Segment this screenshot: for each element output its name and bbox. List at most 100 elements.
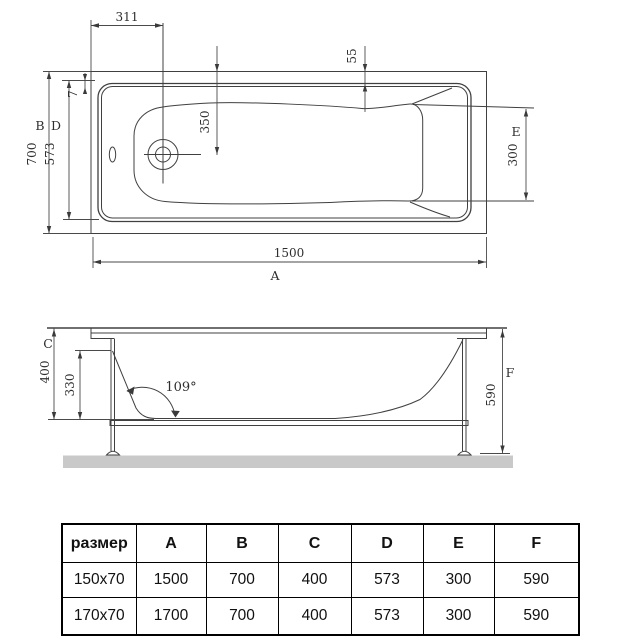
tub-basin-contour (133, 102, 424, 205)
cell-d: 573 (350, 562, 424, 598)
dim-letter-C: C (43, 336, 53, 351)
arrow (362, 64, 368, 72)
arrow (66, 212, 72, 220)
dim-label-300: 300 (506, 144, 520, 167)
dim-311-lines (90, 20, 163, 72)
top-view (90, 23, 535, 234)
dim-letter-B: B (35, 118, 44, 133)
bathtub-drawing: 311 55 7 B D 700 573 350 E 300 1500 A (25, 10, 535, 468)
arrow (77, 412, 83, 420)
side-view-dimensions (48, 328, 510, 454)
arrow-angle-start (126, 386, 135, 395)
side-view-arrows (51, 329, 505, 453)
dim-1500-lines (92, 237, 487, 268)
floor-strip (63, 455, 513, 468)
arrow (91, 23, 99, 28)
arrow (523, 109, 529, 117)
dim-7-lines (62, 73, 95, 93)
dim-label-311: 311 (116, 10, 139, 24)
col-header-e: E (422, 523, 495, 563)
dim-letter-E: E (511, 124, 520, 139)
cell-b: 700 (205, 597, 279, 636)
dim-label-7: 7 (66, 90, 80, 98)
top-view-arrows (46, 23, 529, 265)
arrow (51, 329, 57, 337)
cell-size: 170x70 (61, 597, 137, 636)
col-header-f: F (493, 523, 580, 563)
cell-e: 300 (422, 562, 495, 598)
table-row-150x70: 150x70 1500 700 400 573 300 590 (61, 562, 580, 598)
dim-590-lines (480, 329, 510, 454)
arrow (46, 71, 52, 79)
arrow (66, 80, 72, 88)
left-foot (105, 450, 121, 456)
arrow (93, 259, 101, 265)
overflow-hole (108, 146, 117, 163)
dim-label-700: 700 (25, 143, 39, 166)
cell-c: 400 (277, 562, 352, 598)
cell-a: 1500 (135, 562, 207, 598)
right-foot (456, 450, 473, 456)
size-table-header-row: размер A B C D E F (61, 523, 580, 563)
dim-label-400: 400 (38, 361, 52, 384)
dim-label-350: 350 (198, 111, 212, 134)
frame-bottom-bar (109, 420, 469, 426)
dim-letter-A: A (269, 268, 280, 283)
arrow (155, 23, 163, 28)
tub-rim-outer (97, 82, 472, 223)
cell-size: 150x70 (61, 562, 137, 598)
cell-f: 590 (493, 562, 580, 598)
dim-330-lines (75, 350, 111, 420)
arrow (214, 64, 220, 72)
top-view-labels: 311 55 7 B D 700 573 350 E 300 1500 A (25, 10, 521, 283)
side-view-labels: C 400 330 109° F 590 (38, 336, 515, 406)
cell-e: 300 (422, 597, 495, 636)
left-leg (110, 338, 115, 451)
dim-letter-F: F (506, 365, 515, 380)
top-view-dimensions (43, 20, 527, 268)
dim-label-330: 330 (63, 374, 77, 397)
col-header-size: размер (61, 523, 137, 563)
arrow (82, 74, 88, 81)
dim-letter-D: D (51, 118, 61, 133)
cell-b: 700 (205, 562, 279, 598)
angle-label-109: 109° (165, 380, 196, 395)
cell-c: 400 (277, 597, 352, 636)
tub-profile-curve (112, 339, 464, 419)
arrow-angle-end (171, 410, 180, 418)
arrow (523, 192, 529, 200)
ext-line-e-top (412, 104, 535, 109)
table-row-170x70: 170x70 1700 700 400 573 300 590 (61, 597, 580, 636)
rim-right-step (457, 328, 487, 339)
col-header-b: B (205, 523, 279, 563)
cell-d: 573 (350, 597, 424, 636)
backrest-slope-bottom (409, 201, 451, 218)
dim-label-573: 573 (43, 143, 57, 166)
tub-rim-inner (101, 86, 468, 219)
arrow (82, 87, 88, 94)
dim-label-590: 590 (484, 384, 498, 407)
arrow (46, 226, 52, 234)
side-view (47, 327, 513, 468)
col-header-d: D (350, 523, 424, 563)
tub-outer-rect (90, 71, 487, 234)
dim-700-lines (43, 71, 91, 234)
arrow (500, 330, 505, 338)
cell-f: 590 (493, 597, 580, 636)
backrest-slope-top (411, 87, 453, 105)
dim-label-1500: 1500 (274, 246, 305, 260)
size-table: размер A B C D E F 150x70 1500 700 400 5… (61, 523, 580, 636)
dim-label-55: 55 (345, 48, 359, 63)
arrow (214, 147, 220, 155)
right-leg (462, 339, 467, 451)
arrow (478, 259, 486, 265)
dim-400-lines (48, 328, 154, 420)
cell-a: 1700 (135, 597, 207, 636)
col-header-c: C (277, 523, 352, 563)
col-header-a: A (135, 523, 207, 563)
arrow (77, 351, 83, 359)
dim-573-lines (63, 80, 99, 220)
arrow (362, 84, 368, 92)
rim-left-step (90, 328, 114, 339)
